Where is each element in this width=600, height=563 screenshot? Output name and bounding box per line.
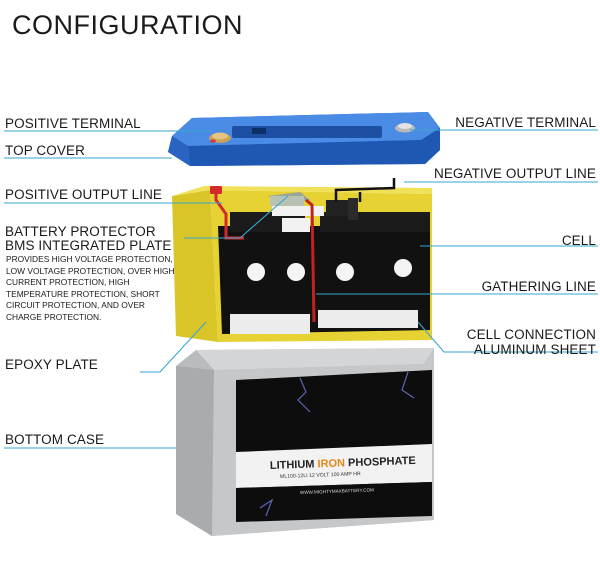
label-positive-output-line: POSITIVE OUTPUT LINE [5,187,163,202]
label-negative-output-line: NEGATIVE OUTPUT LINE [433,166,596,181]
label-battery-protector-description: PROVIDES HIGH VOLTAGE PROTECTION, LOW VO… [6,254,175,322]
negative-output-wire [334,178,396,202]
leader-lines [4,129,598,449]
positive-terminal-icon [209,132,231,143]
label-positive-terminal: POSITIVE TERMINAL [5,116,141,131]
label-bottom-case: BOTTOM CASE [5,432,105,447]
label-model-text: ML100-12LI 12 VOLT 100 AMP HR [280,471,361,480]
label-negative-terminal: NEGATIVE TERMINAL [455,115,596,130]
leader-battery-protector [184,195,289,239]
label-epoxy-plate: EPOXY PLATE [5,357,98,372]
label-gathering-line: GATHERING LINE [481,279,596,294]
cell-block [218,198,430,334]
leader-epoxy-plate [140,321,207,373]
label-aluminum-sheet: ALUMINUM SHEET [473,342,596,357]
svg-text:LITHIUM IRON: LITHIUM IRON PHOSPHATE [270,455,416,472]
bottom-case-part [176,348,434,536]
label-word-phosphate: PHOSPHATE [348,455,416,469]
label-cell-connection: CELL CONNECTION [466,327,596,342]
label-cell: CELL [561,233,596,248]
product-label: LITHIUM IRON PHOSPHATE ML100-12LI 12 VOL… [270,455,416,495]
label-website-text: WWW.MIGHTYMAXBATTERY.COM [300,487,374,495]
label-top-cover: TOP COVER [5,143,85,158]
top-cover-part [168,112,440,166]
bms-plate [268,192,310,206]
label-battery-protector: BATTERY PROTECTOR [5,224,156,239]
label-word-iron: IRON [317,457,348,470]
leader-cell-connection [417,321,598,353]
label-bms-integrated-plate: BMS INTEGRATED PLATE [5,238,172,253]
label-word-lithium: LITHIUM [270,458,318,472]
page-title: CONFIGURATION [12,10,243,40]
